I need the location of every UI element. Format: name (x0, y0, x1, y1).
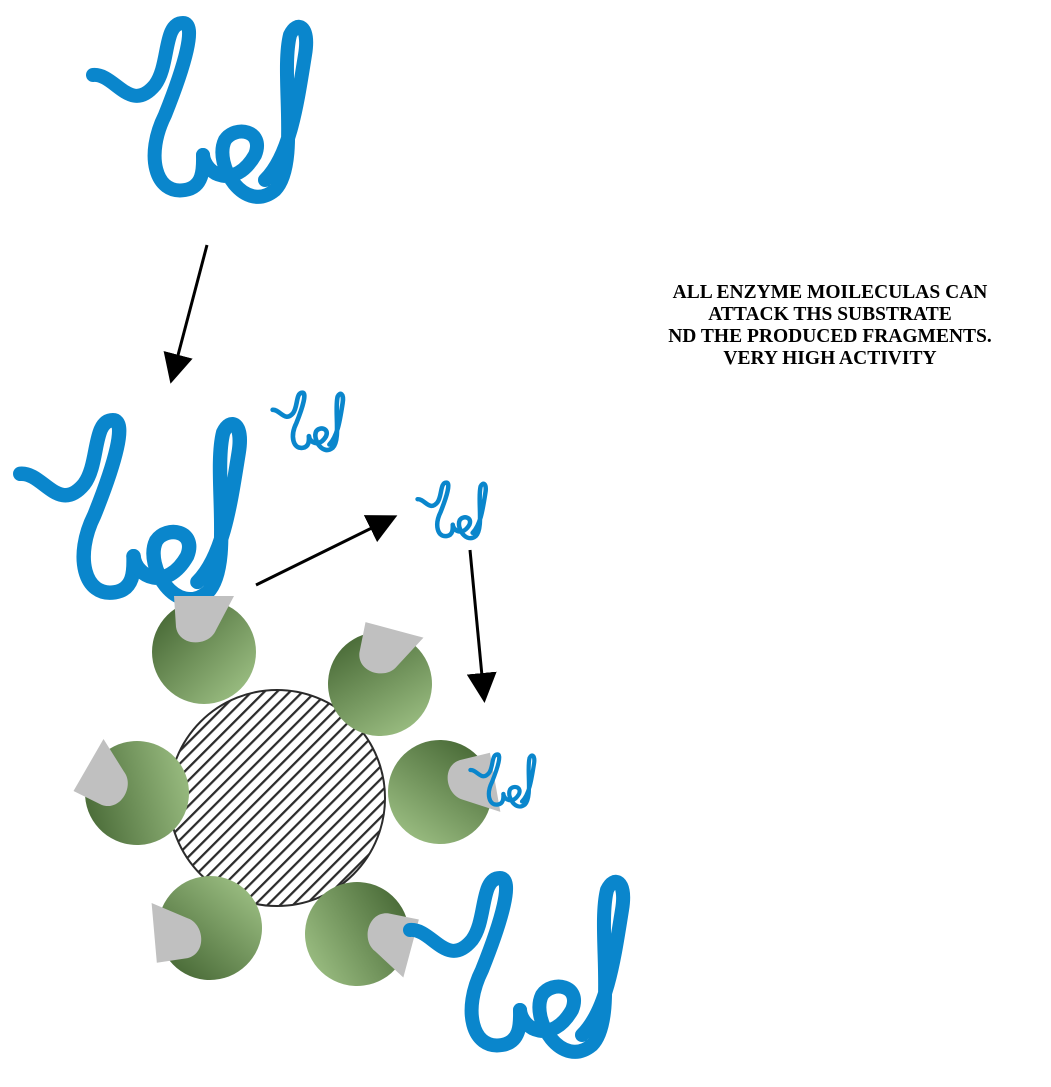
caption-line-4: VERY HIGH ACTIVITY (723, 348, 937, 369)
substrate-large-middle (20, 420, 240, 599)
fragment-small-1 (273, 393, 343, 450)
arrow-to-fragment (255, 515, 398, 587)
substrate-large-top (93, 23, 306, 197)
arrow-down-2 (466, 549, 497, 703)
enzyme-top-left (152, 596, 256, 704)
arrow-down-1 (163, 244, 209, 384)
substrate-large-bottom (410, 878, 623, 1052)
enzyme-right (379, 731, 505, 853)
caption-line-1: ALL ENZYME MOILECULAS CAN (672, 282, 988, 303)
caption-line-3: ND THE PRODUCED FRAGMENTS. (668, 326, 992, 347)
fragment-small-2 (418, 483, 486, 539)
caption-line-2: ATTACK THS SUBSTRATE (708, 304, 952, 325)
caption: ALL ENZYME MOILECULAS CAN ATTACK THS SUB… (600, 282, 1051, 370)
